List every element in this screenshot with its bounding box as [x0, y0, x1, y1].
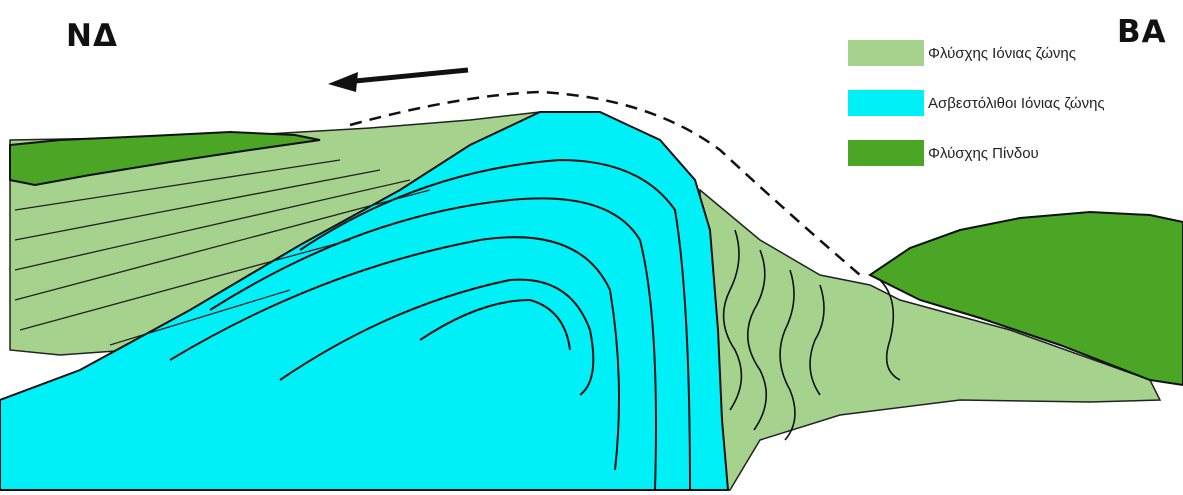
- orientation-southwest-label: ΝΔ: [66, 18, 118, 54]
- movement-arrow: [328, 70, 468, 92]
- legend-swatch-pindos-flysch: [848, 140, 924, 166]
- legend-label-ionian-limestone: Ασβεστόλιθοι Ιόνιας ζώνης: [928, 95, 1105, 112]
- legend-item-pindos-flysch: Φλύσχης Πίνδου: [848, 140, 1039, 166]
- legend-swatch-ionian-limestone: [848, 90, 924, 116]
- legend-item-ionian-limestone: Ασβεστόλιθοι Ιόνιας ζώνης: [848, 90, 1105, 116]
- legend-swatch-ionian-flysch: [848, 40, 924, 66]
- orientation-northeast-label: ΒΑ: [1117, 14, 1167, 50]
- legend-item-ionian-flysch: Φλύσχης Ιόνιας ζώνης: [848, 40, 1076, 66]
- legend-label-ionian-flysch: Φλύσχης Ιόνιας ζώνης: [928, 45, 1076, 62]
- legend-label-pindos-flysch: Φλύσχης Πίνδου: [928, 145, 1039, 162]
